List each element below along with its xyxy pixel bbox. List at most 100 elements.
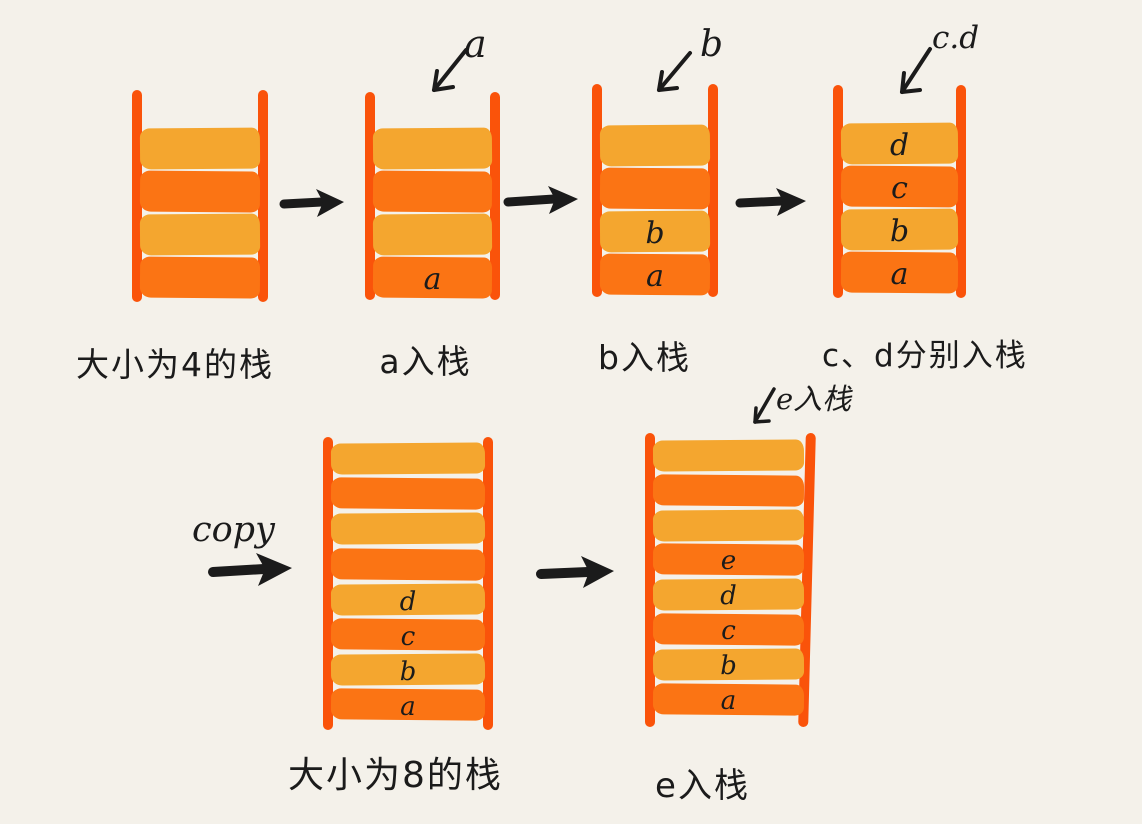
right-rail [483,437,493,730]
stack-slot [139,213,261,258]
push-label-b: b [700,24,724,65]
push-arrow-icon [753,387,776,424]
stack-slot: d [840,122,959,165]
slot-label: b [645,215,665,252]
stack-slot [139,170,261,214]
left-rail [365,92,375,300]
copy-label: copy [192,510,275,550]
arrow-right-icon [503,186,578,214]
slot-label [331,480,485,513]
arrow-right-icon [279,189,344,217]
stack-slot: a [840,251,959,294]
slot-label: c [721,616,736,647]
stack-slot [652,474,805,508]
stack-slot: a [652,682,805,717]
stack-slot: a [599,253,711,296]
stack-size-4 [132,90,268,302]
stack-slot [599,124,711,169]
slot-label: a [720,685,737,717]
slot-label [653,511,804,543]
slot-label: a [400,691,416,723]
right-rail [956,85,966,298]
slot-label [653,476,804,508]
caption-push-c-d: c、d分别入栈 [822,338,1028,374]
caption-push-e: e入栈 [655,766,750,806]
stack-slot: c [330,618,486,652]
slot-label: b [889,213,910,250]
slot-label [140,130,260,172]
slot-label [373,130,492,172]
caption-push-b: b入栈 [598,338,691,377]
slot-label [373,216,492,258]
stack-slot [599,167,711,212]
stack-slot [652,439,805,473]
slot-label [331,444,485,476]
left-rail [833,85,843,298]
caption-push-a: a入栈 [379,342,472,381]
slot-label: e [720,546,737,577]
slot-label [331,550,485,583]
caption-stack-size-8: 大小为8的栈 [288,755,503,796]
stack-slot: c [652,613,805,647]
slot-label: d [399,586,417,617]
stack-slot [139,256,261,300]
stack-slot: b [652,648,805,682]
stack-slot: b [599,210,711,253]
slot-label: c [890,170,909,207]
slot-label: c [400,621,416,652]
stack-slot: a [372,256,493,299]
left-rail [132,90,142,302]
slot-label: a [890,256,909,293]
stack-slot [330,442,486,476]
stack-slot: b [330,653,486,687]
arrow-right-icon [208,553,292,586]
stack-slot: d [330,583,486,617]
left-rail [323,437,333,730]
push-arrow-icon [657,51,692,92]
slot-label: a [645,258,665,295]
push-arrow-icon [432,48,468,92]
slot-label: b [720,651,737,682]
arrow-right-icon [735,188,806,216]
slot-label [600,127,710,169]
push-arrow-icon [900,47,932,94]
stack-slot: e [652,543,805,577]
stack-slot [330,477,486,513]
stack-slot [330,547,486,583]
push-label-e: e入栈 [776,382,852,416]
stack-slot: b [840,208,959,251]
left-rail [645,433,655,727]
push-label-c-d: c.d [932,20,980,56]
right-rail [490,92,500,300]
push-label-a: a [464,22,487,66]
slot-label [600,170,710,212]
slot-label: d [889,127,910,164]
slot-label [140,216,260,258]
caption-stack-size-4: 大小为4的栈 [76,345,274,384]
slot-label [140,258,260,300]
slot-label [140,172,260,214]
arrow-right-icon [536,556,614,588]
slot-label: b [399,656,417,687]
slot-label [373,172,492,214]
stack-slot [372,170,493,214]
slot-label: a [423,261,442,298]
slot-label: d [720,581,737,612]
right-rail [258,90,268,302]
stack-slot: a [330,688,486,723]
stack-slot [652,509,805,543]
slot-label [331,515,485,547]
left-rail [592,84,602,297]
slot-label [653,441,804,473]
stack-slot [139,127,261,172]
stack-slot: d [652,578,805,612]
stack-push-a: a [365,92,500,300]
stack-slot: c [840,165,959,208]
stack-slot [372,127,493,172]
stack-slot [330,512,486,547]
